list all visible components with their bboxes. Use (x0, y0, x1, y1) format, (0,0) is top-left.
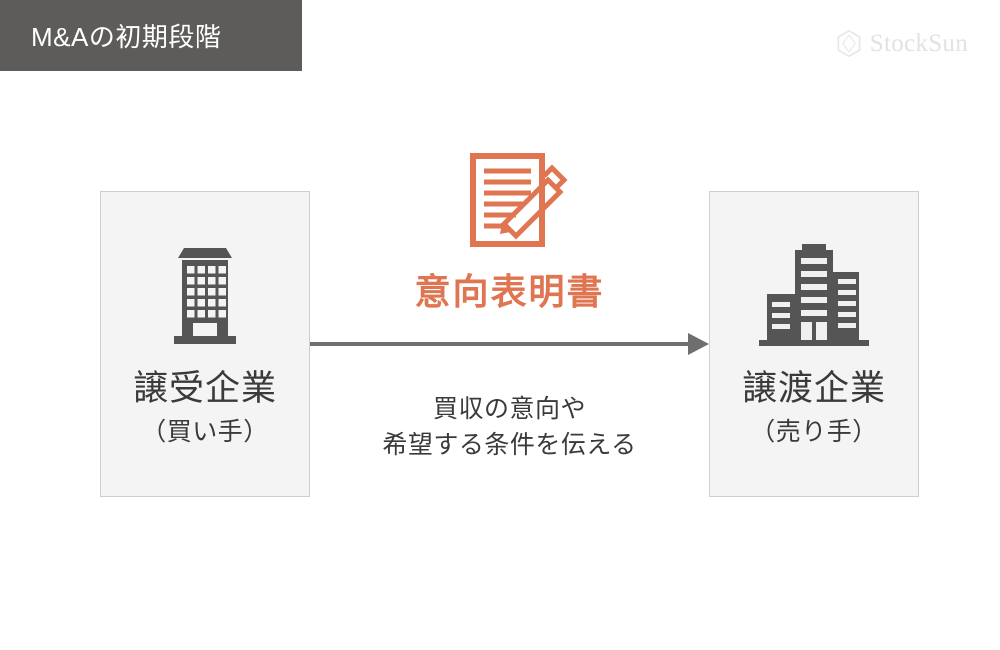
company-box-seller: 譲渡企業 （売り手） (709, 191, 919, 497)
city-buildings-icon (759, 238, 869, 348)
header-banner: M&Aの初期段階 (0, 0, 302, 71)
hexagon-diamond-icon (837, 29, 861, 58)
company-role-buyer: （買い手） (141, 417, 269, 446)
brand-logo: StockSun (837, 29, 968, 58)
company-name-seller: 譲渡企業 (741, 369, 886, 408)
brand-name: StockSun (869, 30, 968, 57)
flow-title: 意向表明書 (414, 271, 605, 312)
office-building-icon (162, 238, 248, 348)
flow-caption-line2: 希望する条件を伝える (382, 430, 637, 459)
company-box-buyer: 譲受企業 （買い手） (100, 191, 310, 497)
flow-caption-line1: 買収の意向や (432, 395, 586, 423)
document-pencil-icon (464, 150, 574, 250)
company-name-buyer: 譲受企業 (132, 369, 277, 408)
flow-caption: 買収の意向や 希望する条件を伝える (310, 392, 709, 463)
page-title: M&Aの初期段階 (31, 22, 222, 52)
right-arrow-icon (310, 330, 709, 358)
company-role-seller: （売り手） (750, 417, 878, 446)
